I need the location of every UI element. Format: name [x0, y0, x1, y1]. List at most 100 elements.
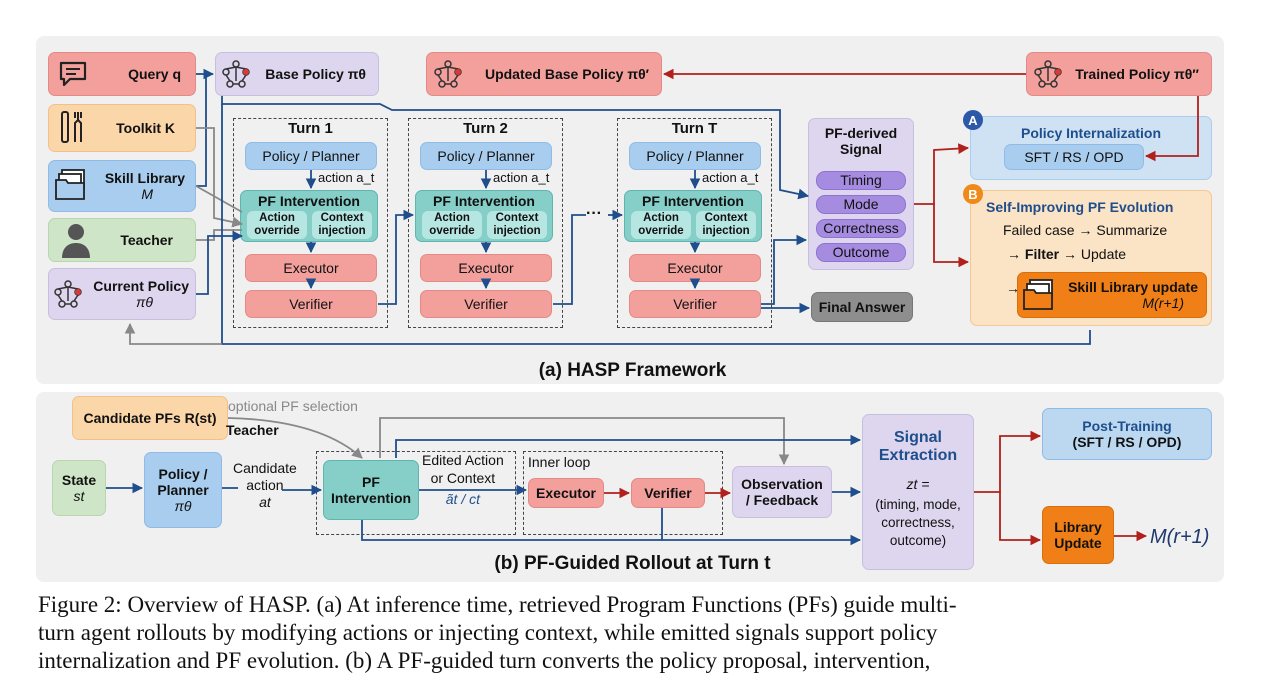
- signal-mode: Mode: [816, 195, 906, 214]
- trained-policy-label: Trained Policy πθ″: [1075, 65, 1199, 82]
- candidate-action-line1: Candidate: [233, 460, 297, 476]
- current-policy-symbol: πθ: [136, 294, 153, 310]
- candidate-pfs-box: Candidate PFs R(st): [72, 396, 228, 440]
- pf-intervention-box-b: PF Intervention: [323, 460, 419, 520]
- skill-library-symbol: M: [141, 186, 153, 202]
- skill-library-update-label: Skill Library update: [1068, 278, 1198, 295]
- executor-box-b: Executor: [528, 478, 604, 508]
- turnt-to-signal-arrow: [761, 234, 808, 305]
- signal-extraction-box: Signal Extraction zt = (timing, mode, co…: [862, 414, 974, 570]
- turn-1-label: Turn 1: [288, 120, 333, 137]
- updated-base-policy-label: Updated Base Policy πθ′: [484, 65, 649, 82]
- self-improving-title: Self-Improving PF Evolution: [986, 199, 1174, 215]
- current-policy-box: Current Policy πθ: [48, 268, 196, 320]
- inner-loop-label: Inner loop: [528, 454, 591, 470]
- toolkit-box: Toolkit K: [48, 104, 196, 152]
- pf-to-observation-grey: [379, 417, 790, 466]
- library-update-line1: Library: [1054, 518, 1102, 535]
- edited-line2: or Context: [430, 469, 496, 486]
- signal-to-evolution: [933, 204, 970, 268]
- turn-1-context-injection: Context injection: [311, 210, 373, 240]
- turn-t-action-label: action a_t: [702, 170, 759, 185]
- panel-b-background: [36, 392, 1224, 582]
- teacher-to-pf: [196, 229, 242, 241]
- observation-line1: Observation: [741, 475, 823, 492]
- trained-to-sft-arrow: [1144, 96, 1199, 162]
- turn-t-pf-label: PF Intervention: [642, 193, 744, 209]
- current-policy-label: Current Policy: [93, 277, 189, 294]
- turn-t-label: Turn T: [671, 120, 718, 137]
- turn-2-frame: [408, 118, 563, 328]
- candidate-to-pf-arrow: [227, 417, 363, 459]
- feedback-bottom-loop: [221, 104, 1091, 345]
- pf-b-line2: Intervention: [330, 490, 412, 506]
- turn-2-label: Turn 2: [463, 120, 508, 137]
- pf-bottom-to-signal: [361, 520, 862, 546]
- turn-2-action-override: Action override: [421, 210, 483, 240]
- turn-t-verifier: Verifier: [629, 290, 761, 318]
- planner-b-line2: Planner: [157, 481, 209, 498]
- signal-formula: zt =: [906, 475, 930, 492]
- turn-1-action-label: action a_t: [318, 170, 375, 185]
- turn-1-executor: Executor: [245, 254, 377, 282]
- candidate-action-label: Candidate action at: [233, 460, 297, 510]
- edited-line1: Edited Action: [422, 452, 504, 468]
- filter-bold: Filter: [1024, 246, 1060, 262]
- turn-t-action-override: Action override: [630, 210, 692, 240]
- toolkit-label: Toolkit K: [116, 119, 175, 136]
- pf-b-line1: PF: [362, 473, 380, 490]
- turn-t-frame: [617, 118, 772, 328]
- library-update-box: Library Update: [1042, 506, 1114, 564]
- query-to-base-arrow: [196, 68, 215, 187]
- signal-items: (timing, mode, correctness, outcome): [875, 496, 961, 549]
- failed-case-text: Failed case → Summarize: [1003, 222, 1168, 238]
- m-next-label: M(r+1): [1150, 526, 1210, 548]
- turn-t-context-injection: Context injection: [695, 210, 757, 240]
- turn-2-executor: Executor: [420, 254, 552, 282]
- query-label: Query q: [128, 65, 181, 82]
- toolkit-to-pf-arrow: [196, 127, 244, 228]
- planner-b-line1: Policy /: [158, 465, 208, 482]
- policy-internalization-title: Policy Internalization: [1020, 125, 1162, 141]
- planner-b-symbol: πθ: [174, 498, 192, 515]
- badge-b: B: [963, 184, 983, 204]
- post-training-line1: Post-Training: [1082, 417, 1172, 434]
- signal-to-post-training: [974, 430, 1042, 493]
- signal-title-line2: Signal: [839, 141, 882, 158]
- caption-line-1: Figure 2: Overview of HASP. (a) At infer…: [38, 592, 957, 617]
- turn-2-planner: Policy / Planner: [420, 142, 552, 170]
- state-box: State st: [52, 460, 106, 516]
- skill-library-update-symbol: M(r+1): [1142, 295, 1184, 311]
- updated-base-policy-box: Updated Base Policy πθ′: [426, 52, 662, 96]
- post-training-line2: (SFT / RS / OPD): [1072, 434, 1182, 450]
- skill-library-label: Skill Library: [104, 169, 185, 186]
- caption-line-2: turn agent rollouts by modifying actions…: [38, 620, 938, 645]
- candidate-action-line2: action: [246, 476, 284, 493]
- optional-selection-label: optional PF selection: [228, 398, 358, 414]
- turn-1-verifier: Verifier: [245, 290, 377, 318]
- filter-suffix: → Update: [1059, 246, 1127, 262]
- observation-box: Observation / Feedback: [732, 466, 832, 518]
- turn-2-pf-label: PF Intervention: [433, 193, 535, 209]
- final-answer-box: Final Answer: [811, 292, 913, 322]
- arrow-prefix: →: [1006, 280, 1020, 296]
- badge-a: A: [963, 110, 983, 130]
- planner-box-b: Policy / Planner πθ: [144, 452, 222, 528]
- current-policy-to-pf: [196, 230, 244, 295]
- planner-to-pf-arrow: [222, 488, 321, 490]
- skill-to-pf: [195, 185, 243, 213]
- signal-extraction-line1: Signal: [893, 429, 942, 446]
- filter-text: → Filter → Update: [1007, 246, 1126, 262]
- sft-rs-opd-box: SFT / RS / OPD: [1004, 144, 1144, 170]
- signal-extraction-line2: Extraction: [878, 447, 958, 465]
- turn-2-verifier: Verifier: [420, 290, 552, 318]
- library-update-line2: Update: [1054, 535, 1102, 551]
- turn2-to-dots: [553, 214, 586, 305]
- edited-symbol: ãt / ct: [445, 491, 480, 507]
- state-symbol: st: [73, 488, 85, 504]
- pf-to-signal-top: [395, 434, 862, 458]
- signal-outcome: Outcome: [816, 243, 906, 262]
- turn-2-action-label: action a_t: [493, 170, 550, 185]
- teacher-label-b: Teacher: [226, 422, 279, 438]
- turn1-to-turn2-arrow: [378, 209, 415, 305]
